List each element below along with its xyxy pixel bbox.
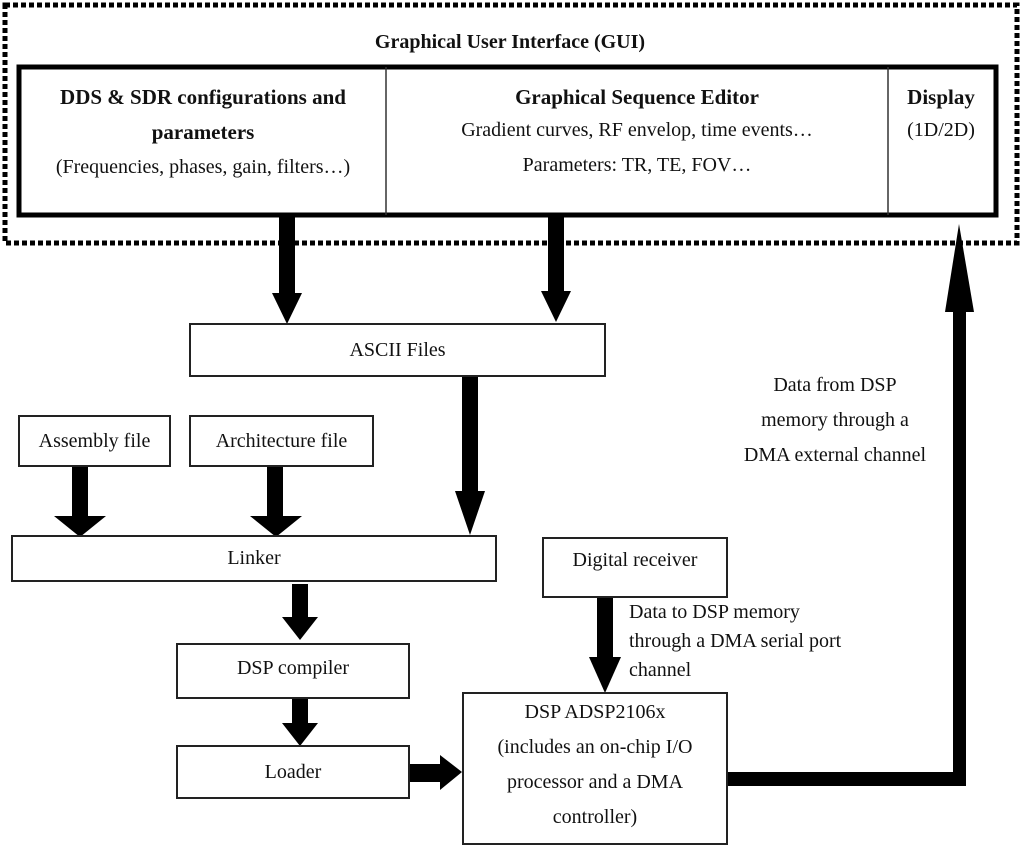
- gui-panel-dds-sdr[interactable]: DDS & SDR configurations and parameters …: [22, 80, 384, 190]
- arrow-dsp-to-display: [728, 224, 974, 786]
- to-dsp-line2: through a DMA serial port: [629, 630, 842, 652]
- sequence-editor-title: Graphical Sequence Editor: [515, 85, 759, 109]
- arrow-compiler-to-loader: [282, 694, 318, 746]
- display-title: Display: [907, 85, 975, 109]
- linker-box[interactable]: Linker: [11, 535, 497, 582]
- arrow-receiver-to-dsp: [589, 597, 621, 693]
- dds-sdr-title-line2: parameters: [151, 120, 255, 144]
- gui-inner-box: [16, 64, 999, 218]
- gui-dashed-frame: [2, 2, 1020, 246]
- assembly-file-label: Assembly file: [38, 429, 151, 452]
- display-subtitle: (1D/2D): [907, 119, 975, 141]
- architecture-file-label: Architecture file: [215, 429, 348, 452]
- architecture-file-box[interactable]: Architecture file: [189, 415, 374, 467]
- arrow-assembly-to-linker: [54, 466, 106, 537]
- ascii-files-label: ASCII Files: [349, 338, 446, 361]
- from-dsp-line2: memory through a: [761, 409, 909, 431]
- loader-label: Loader: [264, 760, 322, 783]
- from-dsp-line3: DMA external channel: [743, 444, 927, 466]
- gui-title: Graphical User Interface (GUI): [374, 31, 646, 53]
- dsp-compiler-label: DSP compiler: [236, 656, 350, 679]
- dsp-compiler-box[interactable]: DSP compiler: [176, 643, 410, 699]
- assembly-file-box[interactable]: Assembly file: [18, 415, 171, 467]
- arrow-dds-to-ascii: [272, 215, 302, 324]
- arrow-loader-to-dsp: [408, 755, 462, 790]
- dsp-line3: processor and a DMA: [506, 771, 684, 793]
- sequence-editor-line2: Parameters: TR, TE, FOV…: [522, 154, 752, 176]
- sequence-editor-line1: Gradient curves, RF envelop, time events…: [461, 119, 813, 141]
- arrow-editor-to-ascii: [541, 213, 571, 322]
- dsp-line2: (includes an on-chip I/O: [497, 736, 693, 758]
- digital-receiver-label: Digital receiver: [572, 549, 698, 571]
- to-dsp-line3: channel: [629, 659, 692, 681]
- arrow-architecture-to-linker: [250, 466, 302, 537]
- from-dsp-line1: Data from DSP: [773, 374, 897, 396]
- dsp-line1: DSP ADSP2106x: [524, 701, 666, 723]
- gui-panel-display[interactable]: Display (1D/2D): [890, 80, 992, 190]
- loader-box[interactable]: Loader: [176, 745, 410, 799]
- digital-receiver-box[interactable]: Digital receiver: [542, 537, 728, 598]
- arrow-linker-to-compiler: [282, 584, 318, 640]
- dsp-line4: controller): [552, 806, 638, 828]
- gui-panel-sequence-editor[interactable]: Graphical Sequence Editor Gradient curve…: [388, 80, 886, 190]
- ascii-files-box[interactable]: ASCII Files: [189, 323, 606, 377]
- dds-sdr-subtitle: (Frequencies, phases, gain, filters…): [55, 156, 351, 178]
- to-dsp-line1: Data to DSP memory: [629, 601, 800, 623]
- dsp-adsp2106x-box[interactable]: DSP ADSP2106x (includes an on-chip I/O p…: [462, 692, 728, 845]
- arrow-ascii-to-linker: [455, 375, 485, 535]
- dds-sdr-title-line1: DDS & SDR configurations and: [60, 85, 346, 109]
- linker-label: Linker: [227, 547, 281, 569]
